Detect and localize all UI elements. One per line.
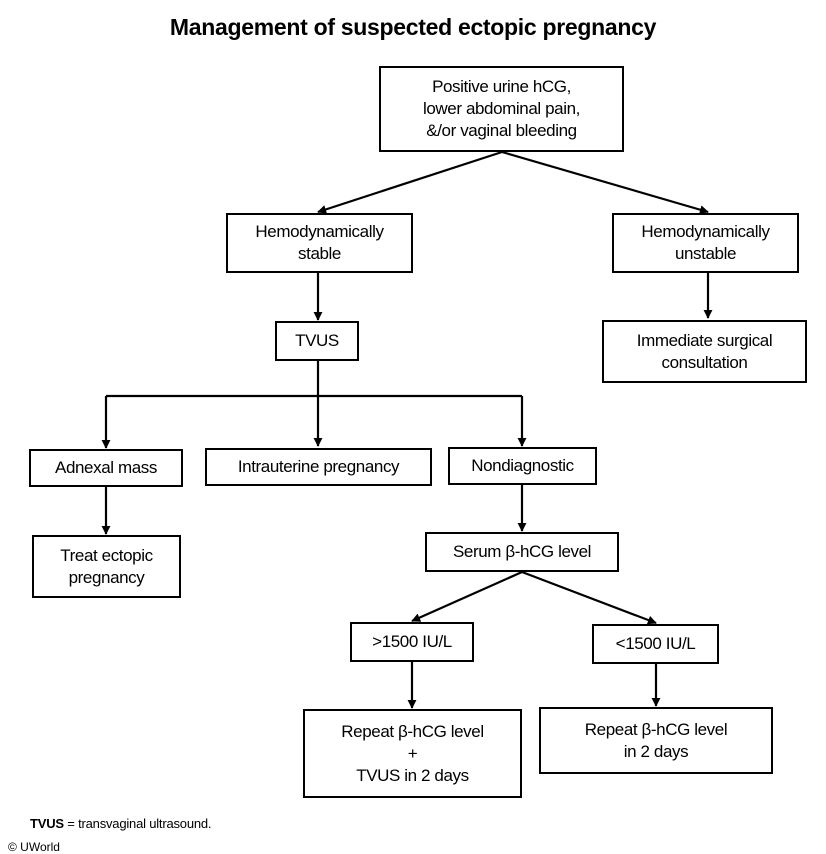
diagram-title: Management of suspected ectopic pregnanc… [169, 14, 657, 40]
node-below-1500: <1500 IU/L [592, 624, 719, 664]
node-text-line: consultation [661, 352, 748, 372]
node-hemodynamically-unstable: Hemodynamically unstable [612, 213, 799, 273]
node-text-line: lower abdominal pain, [423, 99, 580, 118]
node-text-line: + [407, 743, 418, 763]
node-repeat-bhcg-and-tvus: Repeat β-hCG level + TVUS in 2 days [303, 709, 522, 798]
node-serum-bhcg-level: Serum β-hCG level [425, 532, 619, 572]
node-positive-hcg: Positive urine hCG, lower abdominal pain… [379, 66, 624, 152]
node-nondiagnostic: Nondiagnostic [448, 447, 597, 485]
node-text-line: Intrauterine pregnancy [237, 457, 400, 476]
footnote-definition: = transvaginal ultrasound. [63, 816, 212, 831]
node-text-line: Repeat β-hCG level [341, 721, 484, 741]
node-above-1500: >1500 IU/L [350, 622, 474, 662]
node-text-line: Repeat β-hCG level [584, 719, 728, 739]
footnote-abbreviation: TVUS [30, 816, 64, 831]
node-text-line: Adnexal mass [55, 458, 157, 477]
node-text-line: Positive urine hCG, [432, 77, 571, 96]
arrow-start-to-stable [317, 150, 503, 214]
node-text-line: Immediate surgical [636, 330, 773, 350]
node-text-line: Nondiagnostic [471, 456, 574, 475]
node-text-line: Serum β-hCG level [452, 542, 592, 561]
node-text-line: <1500 IU/L [615, 634, 696, 653]
copyright-notice: © UWorld [8, 840, 60, 854]
arrow-start-to-unstable [501, 150, 709, 215]
node-hemodynamically-stable: Hemodynamically stable [226, 213, 413, 273]
node-immediate-surgical-consultation: Immediate surgical consultation [602, 320, 807, 383]
node-repeat-bhcg: Repeat β-hCG level in 2 days [539, 707, 773, 774]
arrow-serum-to-above [411, 570, 523, 623]
abbreviation-footnote: TVUS = transvaginal ultrasound. [30, 816, 212, 831]
node-text-line: Treat ectopic [60, 545, 153, 565]
node-text-line: Hemodynamically [255, 222, 384, 241]
node-text-line: >1500 IU/L [372, 632, 452, 651]
node-text-line: TVUS [295, 331, 339, 350]
node-treat-ectopic-pregnancy: Treat ectopic pregnancy [32, 535, 181, 598]
node-text-line: unstable [674, 244, 737, 263]
node-intrauterine-pregnancy: Intrauterine pregnancy [205, 448, 432, 486]
node-text-line: pregnancy [68, 567, 145, 587]
node-text-line: TVUS in 2 days [356, 765, 469, 785]
arrow-serum-to-below [521, 570, 657, 625]
node-text-line: stable [298, 244, 341, 263]
node-text-line: in 2 days [623, 741, 689, 761]
node-text-line: &/or vaginal bleeding [426, 121, 577, 140]
node-tvus: TVUS [275, 321, 359, 361]
node-adnexal-mass: Adnexal mass [29, 449, 183, 487]
node-text-line: Hemodynamically [641, 222, 770, 241]
